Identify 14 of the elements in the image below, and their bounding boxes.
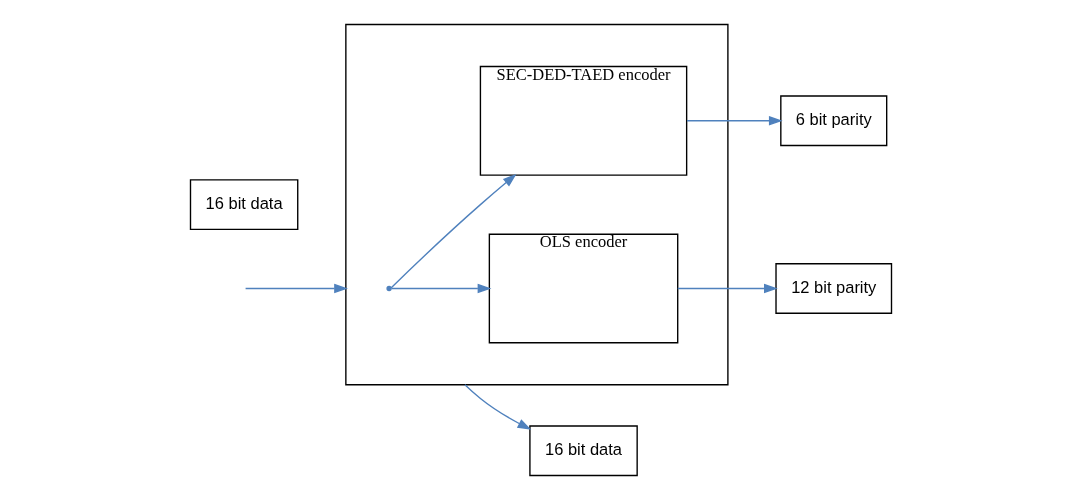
node-box: 16 bit data <box>528 425 638 477</box>
arrow <box>676 283 778 294</box>
node-box: 6 bit parity <box>779 95 887 147</box>
node-box: 12 bit parity <box>774 263 892 314</box>
arrow <box>463 384 531 430</box>
arrow <box>389 173 516 289</box>
cluster <box>344 23 729 386</box>
arrow <box>685 115 783 126</box>
node-box: SEC-DED-TAED encoder <box>479 65 687 176</box>
node-point <box>385 285 392 292</box>
node-box: OLS encoder <box>488 233 678 344</box>
arrow <box>390 283 491 294</box>
node-box: 16 bit data <box>189 179 298 231</box>
arrow <box>244 283 348 294</box>
